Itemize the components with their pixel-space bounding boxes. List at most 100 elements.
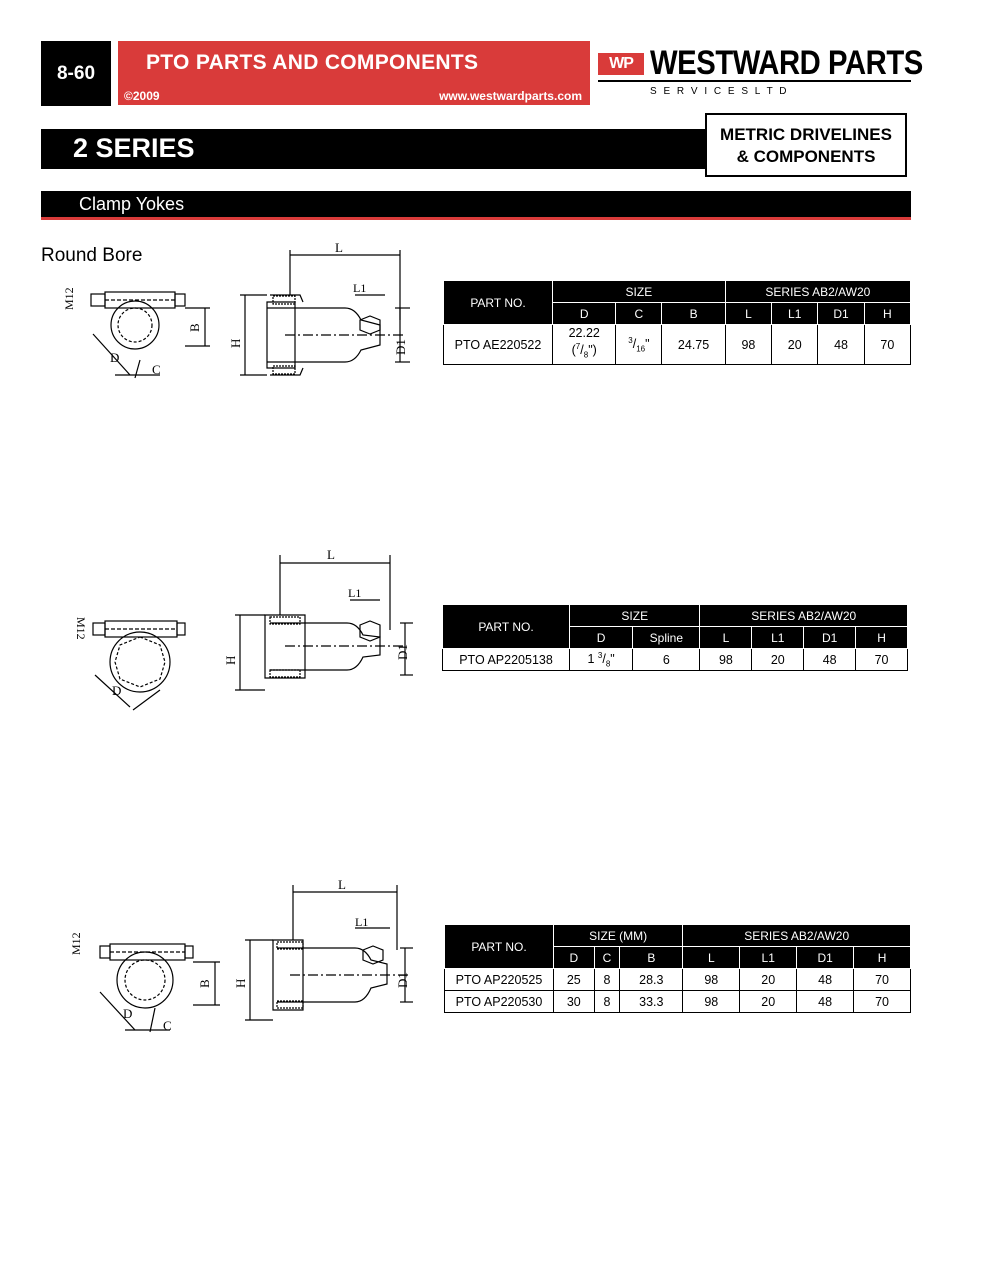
col-d: D bbox=[568, 626, 634, 649]
part-number: PTO AE220522 bbox=[443, 324, 553, 365]
col-l: L bbox=[699, 626, 753, 649]
clamp-yoke-drawing-1: M12 D C B L L1 H D1 bbox=[62, 240, 410, 379]
cell-d-inch: (7/8") bbox=[571, 342, 597, 360]
logo-mark-icon: WP bbox=[598, 53, 644, 75]
cell-l: 98 bbox=[682, 990, 741, 1013]
part-number: PTO AP220525 bbox=[444, 968, 554, 991]
col-l: L bbox=[724, 302, 773, 325]
cell-d1: 48 bbox=[796, 968, 855, 991]
col-h: H bbox=[855, 626, 908, 649]
part-number: PTO AP220530 bbox=[444, 990, 554, 1013]
cell-b: 28.3 bbox=[619, 968, 684, 991]
col-b: B bbox=[661, 302, 726, 325]
col-l1: L1 bbox=[751, 626, 805, 649]
col-l: L bbox=[682, 946, 741, 969]
subsection-bar: Clamp Yokes bbox=[41, 191, 911, 220]
col-d: D bbox=[553, 946, 595, 969]
label-h: H bbox=[233, 979, 248, 988]
col-part-no: PART NO. bbox=[442, 604, 570, 649]
col-h: H bbox=[853, 946, 911, 969]
label-l1: L1 bbox=[353, 281, 366, 295]
spec-table-2: PART NO. SIZE SERIES AB2/AW20 D Spline L… bbox=[442, 604, 908, 671]
clamp-yoke-drawing-2: M12 D L L1 H D1 bbox=[74, 547, 413, 711]
brand-name: WESTWARD PARTS bbox=[650, 44, 923, 82]
label-d1: D1 bbox=[395, 972, 410, 988]
col-d1: D1 bbox=[796, 946, 855, 969]
cell-d1: 48 bbox=[817, 324, 865, 365]
cell-h: 70 bbox=[863, 324, 912, 365]
label-m12: M12 bbox=[69, 932, 83, 955]
cell-b: 33.3 bbox=[619, 990, 684, 1013]
col-d1: D1 bbox=[803, 626, 857, 649]
col-h: H bbox=[863, 302, 912, 325]
label-m12: M12 bbox=[74, 617, 88, 640]
logo-divider bbox=[598, 80, 911, 82]
cell-d: 30 bbox=[553, 990, 595, 1013]
table-row: PTO AP220530 30 8 33.3 98 20 48 70 bbox=[444, 990, 911, 1013]
cell-h: 70 bbox=[853, 990, 911, 1013]
label-b: B bbox=[187, 323, 202, 332]
cell-d-mm: 22.22 bbox=[568, 326, 600, 341]
subsection-title: Clamp Yokes bbox=[79, 194, 185, 214]
brand-subtitle: S E R V I C E S L T D bbox=[650, 86, 789, 97]
col-l1: L1 bbox=[771, 302, 819, 325]
table-row: PTO AP2205138 1 3/8" 6 98 20 48 70 bbox=[442, 648, 908, 671]
section-banner: PTO PARTS AND COMPONENTS ©2009 www.westw… bbox=[118, 41, 590, 105]
cell-d1: 48 bbox=[796, 990, 855, 1013]
col-c: C bbox=[615, 302, 663, 325]
cell-h: 70 bbox=[855, 648, 908, 671]
label-l: L bbox=[335, 240, 343, 255]
label-l1: L1 bbox=[348, 586, 361, 600]
bore-type-heading: Round Bore bbox=[41, 245, 143, 266]
spec-table-3: PART NO. SIZE (MM) SERIES AB2/AW20 D C B… bbox=[444, 924, 911, 1013]
label-d: D bbox=[112, 683, 121, 698]
col-d1: D1 bbox=[817, 302, 865, 325]
cell-l1: 20 bbox=[739, 968, 798, 991]
label-l1: L1 bbox=[355, 915, 368, 929]
cell-d: 25 bbox=[553, 968, 595, 991]
col-l1: L1 bbox=[739, 946, 798, 969]
cell-d1: 48 bbox=[803, 648, 857, 671]
category-badge-line2: & COMPONENTS bbox=[736, 147, 876, 166]
table-row: PTO AP220525 25 8 28.3 98 20 48 70 bbox=[444, 968, 911, 991]
col-part-no: PART NO. bbox=[444, 924, 554, 969]
cell-b: 24.75 bbox=[661, 324, 726, 365]
label-h: H bbox=[223, 656, 238, 665]
col-spline: Spline bbox=[632, 626, 701, 649]
cell-l1: 20 bbox=[739, 990, 798, 1013]
category-badge: METRIC DRIVELINES & COMPONENTS bbox=[705, 113, 907, 177]
col-size: SIZE bbox=[568, 604, 701, 627]
cell-l1: 20 bbox=[751, 648, 805, 671]
label-l: L bbox=[338, 880, 346, 892]
cell-d: 1 3/8" bbox=[568, 648, 634, 671]
label-h: H bbox=[228, 339, 243, 348]
col-size: SIZE (MM) bbox=[552, 924, 684, 947]
label-d: D bbox=[110, 350, 119, 365]
table-row: PTO AE220522 22.22 (7/8") 3/16" 24.75 98… bbox=[443, 324, 912, 365]
part-number: PTO AP2205138 bbox=[442, 648, 570, 671]
series-title-bar: 2 SERIES bbox=[41, 129, 708, 169]
col-series: SERIES AB2/AW20 bbox=[724, 280, 912, 303]
label-c: C bbox=[152, 362, 161, 377]
col-series: SERIES AB2/AW20 bbox=[699, 604, 908, 627]
label-d: D bbox=[123, 1006, 132, 1021]
cell-l: 98 bbox=[699, 648, 753, 671]
label-m12: M12 bbox=[62, 287, 76, 310]
westward-logo: WP WESTWARD PARTS S E R V I C E S L T D bbox=[598, 44, 923, 104]
spec-table-1: PART NO. SIZE SERIES AB2/AW20 D C B L L1… bbox=[443, 280, 912, 365]
page-number: 8-60 bbox=[41, 41, 111, 106]
cell-l: 98 bbox=[682, 968, 741, 991]
cell-l1: 20 bbox=[771, 324, 819, 365]
cell-c: 8 bbox=[593, 968, 621, 991]
col-c: C bbox=[593, 946, 621, 969]
label-d1: D1 bbox=[393, 339, 408, 355]
website-link[interactable]: www.westwardparts.com bbox=[439, 89, 582, 103]
clamp-yoke-drawing-3: M12 D C B L L1 H D1 bbox=[69, 880, 413, 1033]
copyright: ©2009 bbox=[124, 89, 160, 103]
col-d: D bbox=[551, 302, 617, 325]
col-series: SERIES AB2/AW20 bbox=[682, 924, 911, 947]
label-c: C bbox=[163, 1018, 172, 1033]
col-b: B bbox=[619, 946, 684, 969]
col-size: SIZE bbox=[552, 280, 726, 303]
section-title: PTO PARTS AND COMPONENTS bbox=[146, 51, 479, 74]
